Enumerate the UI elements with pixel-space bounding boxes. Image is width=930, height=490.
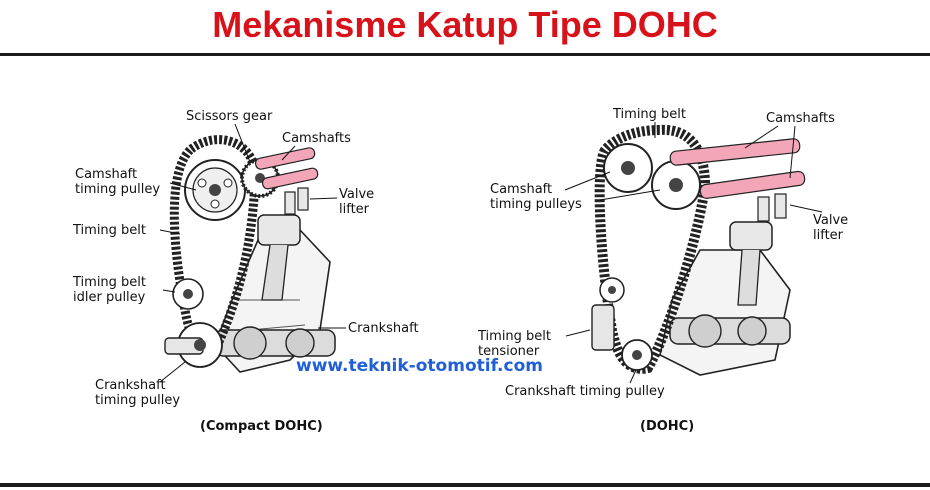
label-tensioner-right-2: tensioner <box>478 344 540 359</box>
crankshaft-left <box>214 326 336 360</box>
label-timing-belt-left: Timing belt <box>72 223 146 238</box>
label-camshafts-left: Camshafts <box>282 131 351 146</box>
label-valve-lifter-left-2: lifter <box>339 202 370 217</box>
valve-lifters-right <box>757 193 787 222</box>
camshaft-timing-pulley-left <box>184 159 246 221</box>
label-scissors-gear: Scissors gear <box>186 109 273 124</box>
caption-dohc: (DOHC) <box>640 419 694 434</box>
valve-lifters-left <box>284 187 309 215</box>
crankshaft-right <box>669 314 791 348</box>
label-crankshaft-left: Crankshaft <box>348 321 419 336</box>
label-valve-lifter-left-1: Valve <box>339 187 374 202</box>
label-tensioner-right-1: Timing belt <box>477 329 551 344</box>
label-camshaft-pulley-1: Camshaft <box>75 167 137 182</box>
crankshaft-timing-pulley-left <box>164 322 223 368</box>
label-crankshaft-pulley-right: Crankshaft timing pulley <box>505 384 665 399</box>
label-valve-lifter-right-2: lifter <box>813 228 844 243</box>
label-crankshaft-pulley-left-1: Crankshaft <box>95 378 166 393</box>
camshaft-timing-pulleys-right <box>603 143 701 210</box>
piston-right <box>729 221 773 251</box>
idler-pulley-left <box>172 278 204 310</box>
watermark-url: www.teknik-otomotif.com <box>296 356 543 376</box>
bottom-divider <box>0 483 930 487</box>
label-camshaft-pulleys-right-2: timing pulleys <box>490 197 582 212</box>
timing-belt-right <box>594 124 711 374</box>
label-camshaft-pulleys-right-1: Camshaft <box>490 182 552 197</box>
label-valve-lifter-right-1: Valve <box>813 213 848 228</box>
caption-compact-dohc: (Compact DOHC) <box>200 419 323 434</box>
camshafts-right <box>669 138 806 199</box>
label-idler-pulley-1: Timing belt <box>72 275 146 290</box>
label-camshafts-right: Camshafts <box>766 111 835 126</box>
page-title: Mekanisme Katup Tipe DOHC <box>212 4 718 45</box>
dohc-engine <box>591 124 806 376</box>
piston-left <box>257 214 301 246</box>
label-camshaft-pulley-2: timing pulley <box>75 182 160 197</box>
top-divider <box>0 53 930 56</box>
label-idler-pulley-2: idler pulley <box>73 290 146 305</box>
timing-belt-tensioner-right <box>591 277 625 351</box>
compact-dohc-engine <box>164 135 336 373</box>
camshafts-left <box>254 147 319 190</box>
label-crankshaft-pulley-left-2: timing pulley <box>95 393 180 408</box>
crankshaft-timing-pulley-right <box>621 339 653 371</box>
label-timing-belt-right: Timing belt <box>612 107 686 122</box>
